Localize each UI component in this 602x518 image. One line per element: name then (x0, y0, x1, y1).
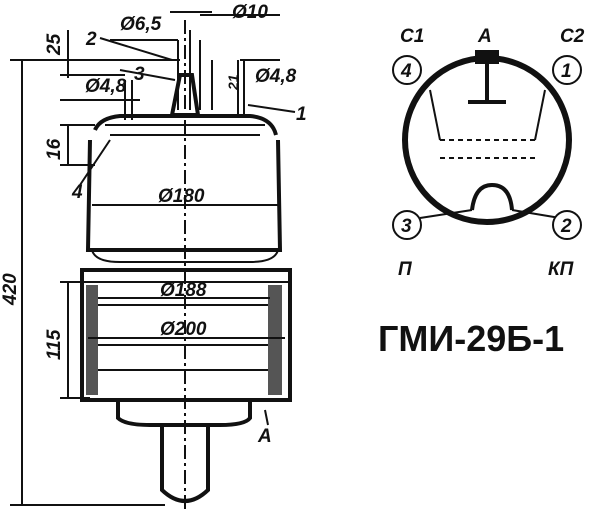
pin-3-number: 3 (401, 216, 412, 237)
label-anode: A (477, 26, 492, 47)
pinout-symbol (392, 50, 582, 240)
tube-outline-drawing (10, 11, 296, 510)
dim-d10: Ø10 (232, 2, 268, 23)
callout-3: 3 (134, 64, 145, 85)
callout-1: 1 (296, 104, 307, 125)
pin-2-number: 2 (560, 216, 572, 237)
dim-d6-5: Ø6,5 (120, 14, 162, 35)
dim-h420: 420 (0, 273, 21, 306)
label-p: П (398, 259, 412, 280)
callout-4: 4 (71, 182, 83, 203)
dim-h115: 115 (44, 329, 65, 360)
dim-d200: Ø200 (160, 319, 207, 340)
callout-a: A (257, 426, 272, 447)
dim-d4-8-left: Ø4,8 (85, 76, 127, 97)
callout-2: 2 (85, 29, 97, 50)
tube-type-title: ГМИ-29Б-1 (378, 318, 565, 359)
pin-1-number: 1 (561, 61, 572, 82)
dim-d4-8-right: Ø4,8 (255, 66, 297, 87)
pin-4-number: 4 (400, 61, 412, 82)
dim-h21: 21 (225, 74, 241, 91)
dim-h16: 16 (44, 138, 65, 160)
label-kp: КП (548, 259, 574, 280)
dim-h25: 25 (44, 33, 65, 56)
label-c1: C1 (400, 26, 424, 47)
dim-d188: Ø188 (160, 280, 207, 301)
dim-d180: Ø180 (158, 186, 205, 207)
label-c2: C2 (560, 26, 585, 47)
